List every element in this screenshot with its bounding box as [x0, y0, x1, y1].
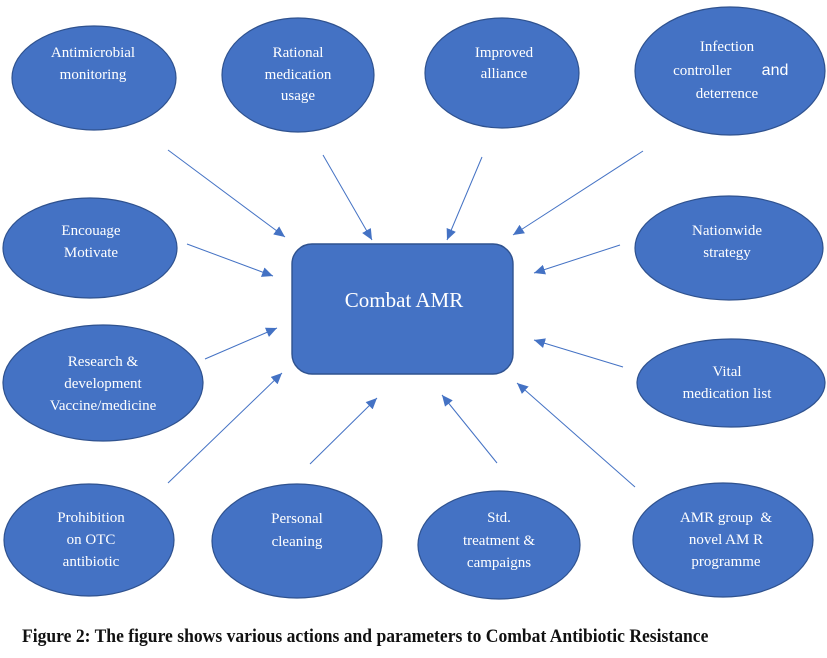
- arrow-improved-alliance: [446, 156, 483, 241]
- node-label-line: Vaccine/medicine: [50, 398, 157, 414]
- node-label-line: medication list: [683, 386, 773, 402]
- arrow-research-development: [204, 327, 278, 360]
- node-improved-alliance: Improved alliance: [424, 17, 580, 129]
- node-prohibition-otc-antibiotic: Prohibition on OTC antibiotic: [3, 483, 175, 597]
- node-label-segment: and: [762, 62, 789, 79]
- node-label-line: Rational: [273, 45, 324, 61]
- arrow-personal-cleaning: [309, 397, 378, 465]
- node-label-line: alliance: [481, 66, 528, 82]
- node-ellipse: [634, 6, 826, 136]
- node-label-line: antibiotic: [63, 554, 120, 570]
- arrow-amr-group: [516, 382, 636, 488]
- arrow-prohibition-otc: [167, 372, 283, 484]
- arrows: [167, 149, 644, 488]
- node-label-line: programme: [691, 554, 760, 570]
- arrow-antimicrobial-monitoring: [167, 149, 286, 238]
- node-ellipse: [2, 197, 178, 299]
- node-rational-medication-usage: Rational medication usage: [221, 17, 375, 133]
- node-std-treatment-campaigns: Std. treatment & campaigns: [417, 490, 581, 600]
- center-node: Combat AMR: [291, 243, 514, 375]
- arrow-std-treatment: [441, 394, 498, 464]
- node-label-line: Antimicrobial: [51, 45, 135, 61]
- node-ellipse: [417, 490, 581, 600]
- node-label-line: Vital: [712, 364, 741, 380]
- node-ellipse: [636, 338, 826, 428]
- node-label-line: strategy: [703, 245, 751, 261]
- node-personal-cleaning: Personal cleaning: [211, 483, 383, 599]
- node-vital-medication-list: Vital medication list: [636, 338, 826, 428]
- node-encourage-motivate: Encouage Motivate: [2, 197, 178, 299]
- node-label-line: monitoring: [60, 67, 127, 83]
- node-research-development: Research & development Vaccine/medicine: [2, 324, 204, 442]
- center-box: [291, 243, 514, 375]
- node-label-line: on OTC: [67, 532, 116, 548]
- node-ellipse: [11, 25, 177, 131]
- node-ellipse: [3, 483, 175, 597]
- node-ellipse: [632, 482, 814, 598]
- node-label-line: AMR group &: [680, 510, 772, 526]
- node-label-line: Nationwide: [692, 223, 762, 239]
- node-label-line: Improved: [475, 45, 534, 61]
- node-label-line: cleaning: [272, 534, 323, 550]
- node-antimicrobial-monitoring: Antimicrobial monitoring: [11, 25, 177, 131]
- node-ellipse: [211, 483, 383, 599]
- node-nationwide-strategy: Nationwide strategy: [634, 195, 824, 301]
- node-infection-controller-deterrence: Infection controller and deterrence: [634, 6, 826, 136]
- node-label-line: Std.: [487, 510, 511, 526]
- node-label-line: Prohibition: [57, 510, 125, 526]
- arrow-rational-medication-usage: [322, 154, 373, 241]
- node-label-line: controller and: [647, 62, 807, 79]
- node-label-line: Personal: [271, 511, 323, 527]
- node-label-line: medication: [265, 67, 332, 83]
- node-label-line: deterrence: [696, 86, 759, 102]
- node-label-line: campaigns: [467, 555, 531, 571]
- node-label-line: development: [64, 376, 142, 392]
- arrow-encourage-motivate: [186, 243, 274, 277]
- node-label-line: treatment &: [463, 533, 535, 549]
- node-label-line: Motivate: [64, 245, 118, 261]
- node-label-line: Encouage: [61, 223, 120, 239]
- node-label-segment: controller: [673, 63, 731, 79]
- node-label-line: novel AM R: [689, 532, 763, 548]
- node-label-line: Research &: [68, 354, 139, 370]
- node-label-line: usage: [281, 88, 315, 104]
- center-label: Combat AMR: [345, 288, 463, 312]
- arrow-infection-controller: [512, 150, 644, 236]
- node-ellipse: [221, 17, 375, 133]
- node-label-line: Infection: [700, 39, 755, 55]
- arrow-vital-medication-list: [533, 338, 624, 368]
- node-amr-group-programme: AMR group & novel AM R programme: [632, 482, 814, 598]
- figure-caption: Figure 2: The figure shows various actio…: [22, 626, 709, 647]
- arrow-nationwide-strategy: [533, 244, 621, 275]
- node-ellipse: [634, 195, 824, 301]
- node-ellipse: [2, 324, 204, 442]
- node-ellipse: [424, 17, 580, 129]
